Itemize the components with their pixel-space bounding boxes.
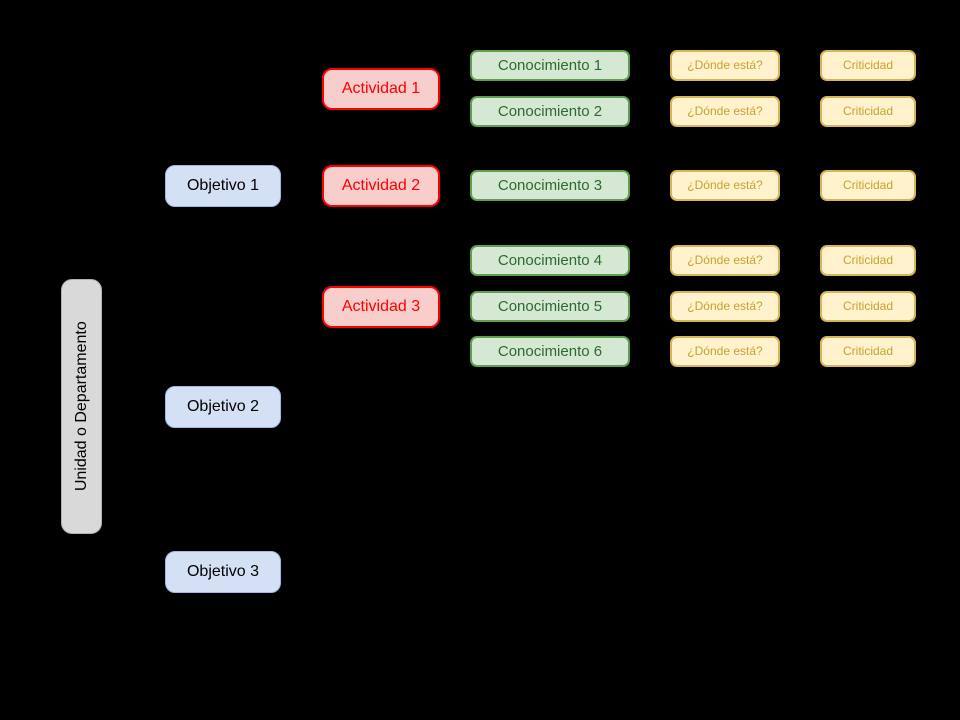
conocimiento-3-label: Conocimiento 3 <box>497 176 603 194</box>
donde-esta-4-label: ¿Dónde está? <box>687 252 763 267</box>
donde-esta-3-box[interactable]: ¿Dónde está? <box>670 170 780 201</box>
criticidad-3-label: Criticidad <box>842 177 893 192</box>
criticidad-1-box[interactable]: Criticidad <box>820 50 916 81</box>
donde-esta-2-label: ¿Dónde está? <box>687 103 763 118</box>
conocimiento-3-box[interactable]: Conocimiento 3 <box>470 170 630 201</box>
objetivo-3-box[interactable]: Objetivo 3 <box>165 551 281 593</box>
objetivo-2-label: Objetivo 2 <box>186 397 260 415</box>
donde-esta-5-label: ¿Dónde está? <box>687 298 763 313</box>
conocimiento-6-box[interactable]: Conocimiento 6 <box>470 336 630 367</box>
criticidad-4-box[interactable]: Criticidad <box>820 245 916 276</box>
conocimiento-1-box[interactable]: Conocimiento 1 <box>470 50 630 81</box>
donde-esta-5-box[interactable]: ¿Dónde está? <box>670 291 780 322</box>
criticidad-2-label: Criticidad <box>842 103 893 118</box>
criticidad-3-box[interactable]: Criticidad <box>820 170 916 201</box>
donde-esta-6-box[interactable]: ¿Dónde está? <box>670 336 780 367</box>
conocimiento-5-label: Conocimiento 5 <box>497 297 603 315</box>
criticidad-2-box[interactable]: Criticidad <box>820 96 916 127</box>
conocimiento-1-label: Conocimiento 1 <box>497 56 603 74</box>
donde-esta-1-label: ¿Dónde está? <box>687 57 763 72</box>
conocimiento-4-label: Conocimiento 4 <box>497 251 603 269</box>
criticidad-1-label: Criticidad <box>842 57 893 72</box>
criticidad-5-label: Criticidad <box>842 298 893 313</box>
actividad-1-box[interactable]: Actividad 1 <box>322 68 440 110</box>
actividad-3-label: Actividad 3 <box>341 297 421 315</box>
objetivo-1-label: Objetivo 1 <box>186 176 260 194</box>
criticidad-6-box[interactable]: Criticidad <box>820 336 916 367</box>
donde-esta-3-label: ¿Dónde está? <box>687 177 763 192</box>
objetivo-1-box[interactable]: Objetivo 1 <box>165 165 281 207</box>
criticidad-5-box[interactable]: Criticidad <box>820 291 916 322</box>
conocimiento-4-box[interactable]: Conocimiento 4 <box>470 245 630 276</box>
conocimiento-2-label: Conocimiento 2 <box>497 102 603 120</box>
actividad-2-box[interactable]: Actividad 2 <box>322 165 440 207</box>
conocimiento-2-box[interactable]: Conocimiento 2 <box>470 96 630 127</box>
actividad-3-box[interactable]: Actividad 3 <box>322 286 440 328</box>
actividad-2-label: Actividad 2 <box>341 176 421 194</box>
conocimiento-5-box[interactable]: Conocimiento 5 <box>470 291 630 322</box>
donde-esta-6-label: ¿Dónde está? <box>687 343 763 358</box>
actividad-1-label: Actividad 1 <box>341 79 421 97</box>
conocimiento-6-label: Conocimiento 6 <box>497 342 603 360</box>
criticidad-4-label: Criticidad <box>842 252 893 267</box>
donde-esta-1-box[interactable]: ¿Dónde está? <box>670 50 780 81</box>
unit-department-lane[interactable]: Unidad o Departamento <box>61 279 102 534</box>
objetivo-3-label: Objetivo 3 <box>186 562 260 580</box>
objetivo-2-box[interactable]: Objetivo 2 <box>165 386 281 428</box>
criticidad-6-label: Criticidad <box>842 343 893 358</box>
donde-esta-4-box[interactable]: ¿Dónde está? <box>670 245 780 276</box>
donde-esta-2-box[interactable]: ¿Dónde está? <box>670 96 780 127</box>
unit-department-label: Unidad o Departamento <box>72 321 90 492</box>
